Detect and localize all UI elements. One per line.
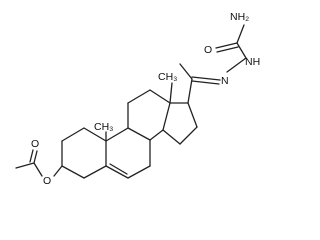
bond-c-o-urea-2 [216, 46, 239, 53]
atom-nh-label: NH [245, 56, 260, 68]
bond-c3-c4 [61, 165, 85, 179]
structure-canvas: NH₂ O NH N CH₃ CH₃ O O [15, 11, 261, 187]
bond-c4-c5 [83, 165, 107, 179]
bond-c9-c8 [127, 127, 151, 141]
ring-a [61, 127, 107, 179]
atom-n-label: N [221, 75, 229, 87]
bond-c-o-acyl-1 [33, 150, 38, 164]
bond-c-nh2 [236, 24, 245, 44]
bond-c20-methyl [179, 63, 193, 80]
atom-methyl-c13-label: CH₃ [158, 71, 177, 83]
molecule-structure: NH₂ O NH N CH₃ CH₃ O O [15, 11, 260, 187]
bond-c13-c12 [149, 89, 171, 104]
bond-c13-methyl [169, 82, 173, 104]
bond-c9-c10 [105, 127, 129, 142]
semicarbazone-group [179, 24, 247, 104]
bond-c1-c2 [61, 127, 85, 142]
acetate-group [15, 149, 63, 177]
bond-n-c20-1 [191, 76, 221, 81]
bond-nh-n [226, 57, 247, 73]
bond-c17-c16 [187, 102, 198, 128]
bond-c-ch3-acyl [15, 162, 35, 169]
ring-c [127, 82, 173, 141]
bond-c20-c17 [187, 78, 193, 104]
bond-c16-c15 [179, 126, 198, 145]
bond-c14-c13 [162, 102, 171, 131]
bond-c-nh [236, 42, 247, 59]
bond-c12-c11 [127, 89, 151, 104]
atom-methyl-c10-label: CH₃ [94, 121, 113, 133]
bond-c10-c1 [83, 127, 107, 142]
bond-c15-c14 [162, 129, 181, 145]
bond-c-o-acyl-2 [29, 149, 34, 163]
bond-n-c20-2 [191, 80, 220, 85]
bond-c6-c7 [127, 165, 151, 179]
bond-c5-c6-1 [105, 165, 129, 179]
atom-o-ester-label: O [43, 175, 51, 187]
ring-b [105, 127, 151, 179]
atom-nh2-label: NH₂ [230, 11, 249, 23]
ring-d [162, 102, 198, 145]
bond-o-c-acyl [33, 162, 43, 177]
bond-c8-c14 [149, 129, 164, 141]
atom-o-urea-label: O [204, 44, 212, 56]
atom-o-acyl-label: O [31, 138, 39, 150]
bond-c3-o [53, 165, 63, 177]
bond-c-o-urea-1 [215, 42, 238, 49]
bond-c5-c6-2 [109, 163, 128, 175]
